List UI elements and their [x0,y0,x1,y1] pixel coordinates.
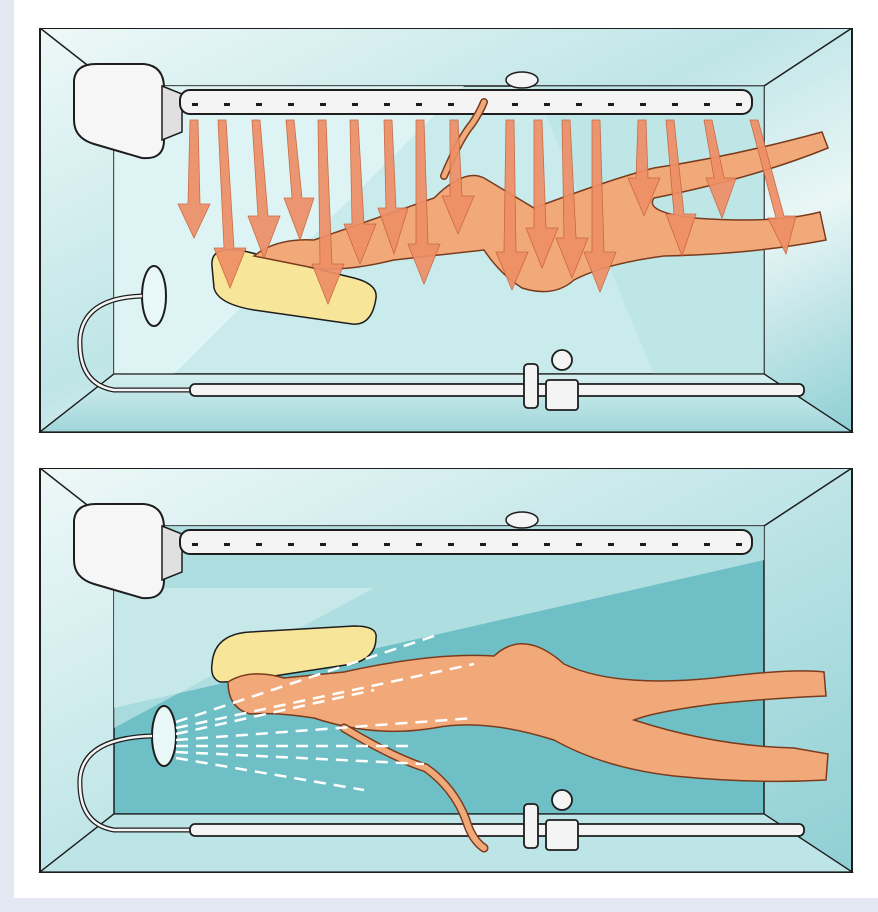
figure-frame [14,0,878,898]
ceiling-lamp-icon [506,512,538,528]
panel-overhead-shower [14,28,878,436]
floor-grab-rail [190,384,804,396]
shower-nozzle-rail [180,530,752,554]
floor-grab-rail [190,824,804,836]
mixing-valve-icon [546,380,578,410]
mixing-valve-icon [546,820,578,850]
valve-gauge-icon [552,790,572,810]
cabin-floor [40,374,852,432]
hand-shower-head-icon [142,266,166,326]
hand-shower-head-icon [152,706,176,766]
cabin-floor [40,814,852,872]
valve-gauge-icon [552,350,572,370]
shower-nozzle-rail [180,90,752,114]
ceiling-lamp-icon [506,72,538,88]
overhead-shower-illustration [14,28,878,436]
panel-handheld-shower [14,468,878,876]
handheld-shower-illustration [14,468,878,876]
